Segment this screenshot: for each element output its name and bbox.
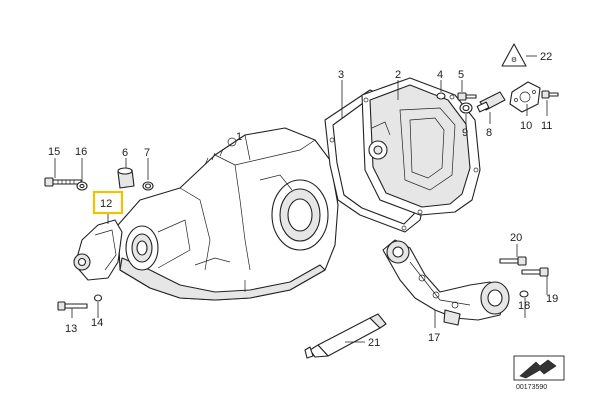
reference-code: 00173590: [516, 384, 547, 391]
callout-19[interactable]: 19: [546, 293, 558, 305]
rear-mount-bracket: [382, 239, 510, 326]
callout-10[interactable]: 10: [520, 120, 532, 132]
highlight-box: [92, 190, 124, 215]
callout-1[interactable]: 1: [236, 131, 242, 143]
callout-11[interactable]: 11: [541, 120, 552, 132]
callout-9[interactable]: 9: [462, 127, 468, 139]
callout-6[interactable]: 6: [122, 147, 128, 159]
callout-22[interactable]: 22: [540, 51, 552, 63]
callout-2[interactable]: 2: [395, 69, 401, 81]
right-hardware: [499, 256, 549, 298]
callout-13[interactable]: 13: [65, 323, 77, 335]
callout-3[interactable]: 3: [338, 69, 344, 81]
callout-7[interactable]: 7: [144, 147, 150, 159]
rear-cover: [361, 77, 481, 216]
callout-14[interactable]: 14: [91, 317, 103, 329]
reference-box: 00173590: [513, 355, 565, 391]
callout-labels: 1 2 3 4 5 6 7 8 9 10 11 12 13 14 15 16 1…: [48, 51, 558, 349]
callout-18[interactable]: 18: [518, 300, 530, 312]
cover-hardware: ⚙: [436, 43, 559, 114]
callout-12[interactable]: 12: [100, 198, 112, 210]
differential-housing: [117, 127, 339, 301]
callout-5[interactable]: 5: [458, 69, 464, 81]
callout-15[interactable]: 15: [48, 146, 60, 158]
left-hardware: [44, 167, 154, 311]
callout-16[interactable]: 16: [75, 146, 87, 158]
leader-lines: [54, 55, 548, 343]
callout-21[interactable]: 21: [368, 337, 380, 349]
callout-17[interactable]: 17: [428, 332, 440, 344]
callout-4[interactable]: 4: [437, 69, 443, 81]
svg-text:⚙: ⚙: [511, 56, 517, 64]
callout-8[interactable]: 8: [486, 127, 492, 139]
sealant-tube: [304, 313, 387, 359]
callout-20[interactable]: 20: [510, 232, 522, 244]
